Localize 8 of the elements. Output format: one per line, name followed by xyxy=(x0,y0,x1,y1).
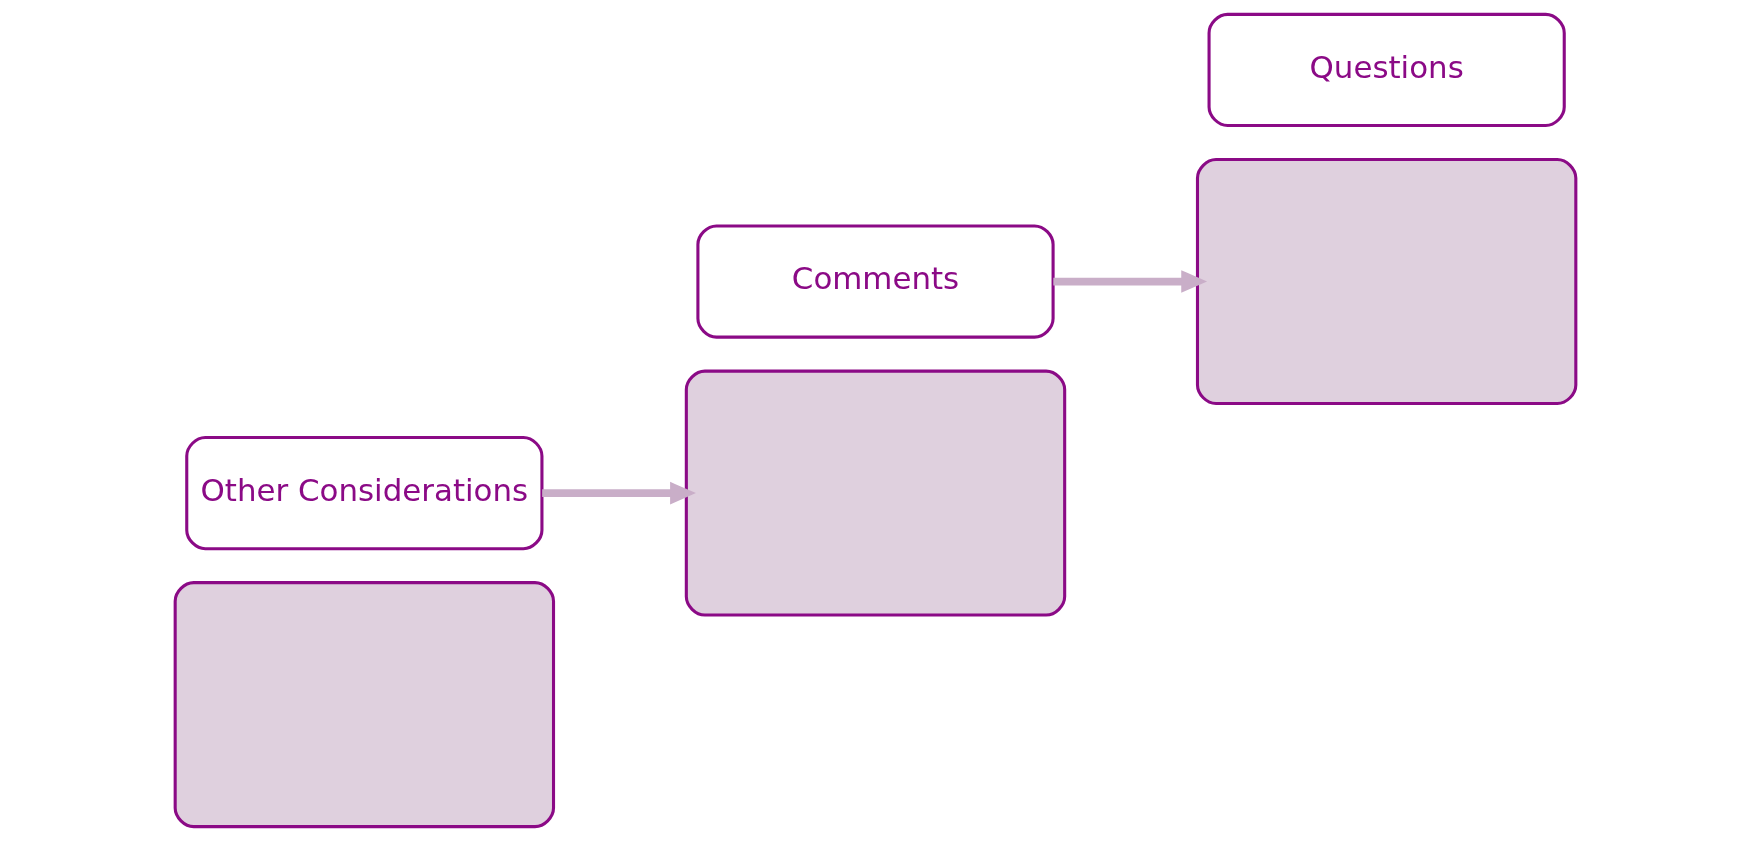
node-box xyxy=(1195,157,1578,406)
arrow xyxy=(542,481,696,505)
node-box xyxy=(173,581,556,829)
node-box xyxy=(684,369,1067,617)
node-box: Comments xyxy=(696,224,1055,339)
node-box: Other Considerations xyxy=(185,435,544,551)
node-box: Questions xyxy=(1207,12,1566,128)
arrow xyxy=(1053,270,1208,293)
